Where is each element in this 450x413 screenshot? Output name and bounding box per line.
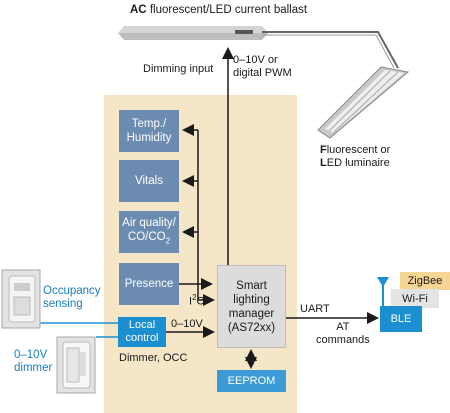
- dimming-signal-line1: 0–10V or: [233, 54, 278, 66]
- dimming-signal-line2: digital PWM: [233, 67, 292, 79]
- ballast-cable: [262, 31, 399, 69]
- dimmer-occ-label: Dimmer, OCC: [119, 352, 188, 364]
- at-commands-label: AT commands: [316, 321, 370, 347]
- luminaire-icon: [317, 66, 410, 139]
- manager-line3: manager: [228, 307, 275, 320]
- at-line1: AT: [336, 321, 350, 333]
- zero-ten-v-label: 0–10V: [171, 318, 203, 330]
- luminaire-label: Fluorescent or LED luminaire: [320, 144, 390, 170]
- dimming-input-label: Dimming input: [143, 63, 214, 75]
- local-line1: Local: [128, 319, 156, 331]
- vitals-label: Vitals: [135, 175, 163, 187]
- manager-line2: lighting: [233, 293, 270, 306]
- occupancy-line2: sensing: [43, 298, 83, 310]
- temp-humidity-block: Temp./ Humidity: [119, 110, 179, 152]
- manager-line4: (AS72xx): [227, 321, 276, 334]
- dimmer-label: 0–10V dimmer: [14, 349, 52, 375]
- dimmer-line1: 0–10V: [14, 349, 48, 361]
- luminaire-line2: LED luminaire: [320, 157, 390, 169]
- luminaire-line1: Fluorescent or: [320, 144, 391, 156]
- ballast-label: AC fluorescent/LED current ballast: [130, 4, 307, 17]
- dimming-signal-label: 0–10V or digital PWM: [233, 54, 292, 80]
- local-control-block: Local control: [118, 317, 166, 347]
- ballast-cable-2: [262, 34, 395, 69]
- smart-lighting-manager: Smart lighting manager (AS72xx): [217, 265, 286, 348]
- antenna-icon: [377, 277, 389, 306]
- presence-label: Presence: [124, 278, 174, 290]
- wifi-block: Wi-Fi: [391, 289, 439, 308]
- ballast-label-ac: AC: [130, 4, 147, 16]
- occupancy-label: Occupancy sensing: [43, 285, 101, 311]
- temp-line2: Humidity: [126, 132, 172, 144]
- manager-line1: Smart: [236, 279, 267, 292]
- ballast-label-text: fluorescent/LED current ballast: [146, 4, 308, 16]
- occupancy-sensor-icon: [1, 269, 41, 329]
- zigbee-label: ZigBee: [407, 275, 443, 287]
- occupancy-line1: Occupancy: [43, 285, 101, 297]
- ballast-icon: [118, 26, 268, 40]
- presence-block: Presence: [119, 263, 179, 305]
- ble-block: BLE: [380, 306, 422, 332]
- local-line2: control: [125, 332, 159, 344]
- ble-label: BLE: [390, 313, 412, 325]
- temp-line1: Temp./: [131, 118, 167, 130]
- air-line1: Air quality/: [122, 216, 176, 229]
- air-line2: CO/CO2: [127, 230, 171, 246]
- eeprom-block: EEPROM: [217, 370, 286, 392]
- zigbee-block: ZigBee: [400, 272, 450, 290]
- wifi-label: Wi-Fi: [402, 292, 428, 305]
- uart-label: UART: [300, 303, 330, 315]
- air-quality-block: Air quality/ CO/CO2: [119, 211, 179, 253]
- eeprom-label: EEPROM: [227, 375, 276, 387]
- dimmer-icon: [56, 336, 96, 394]
- i2c-label: I2C: [189, 293, 205, 308]
- dimmer-line2: dimmer: [14, 362, 53, 374]
- at-line2: commands: [316, 334, 370, 346]
- vitals-block: Vitals: [119, 160, 179, 202]
